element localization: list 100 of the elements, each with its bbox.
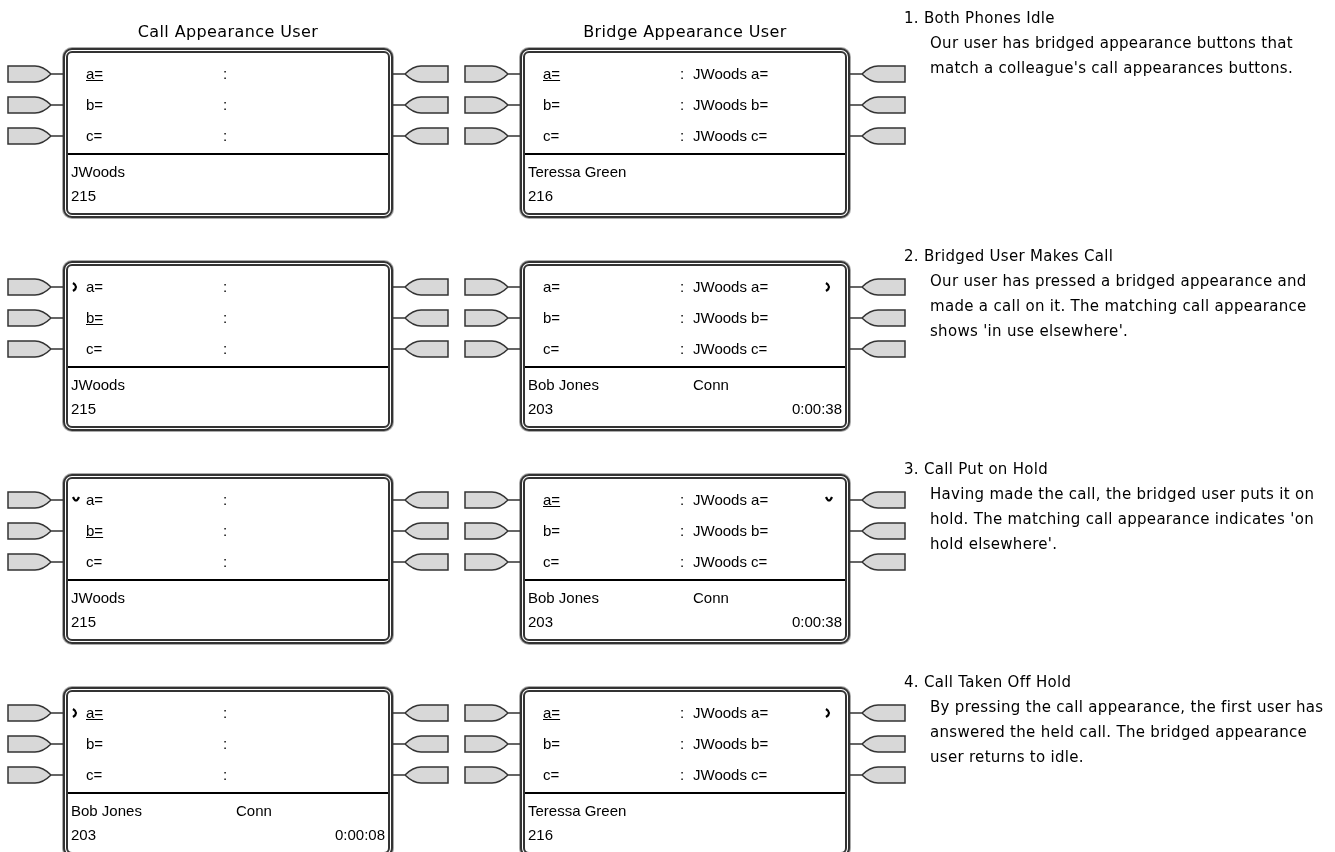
- colon-separator: :: [223, 340, 228, 358]
- caller-name: Teressa Green: [528, 802, 627, 820]
- appearance-label: JWoods b=: [693, 96, 769, 114]
- extension-number: 216: [528, 826, 554, 844]
- line-label: a=: [86, 65, 104, 83]
- line-label: a=: [86, 704, 104, 722]
- colon-separator: :: [680, 522, 685, 540]
- caller-name: JWoods: [71, 376, 125, 394]
- phone-display: [520, 687, 850, 852]
- colon-separator: :: [223, 278, 228, 296]
- line-label: c=: [86, 553, 103, 571]
- line-label: b=: [86, 735, 104, 753]
- extension-number: 215: [71, 400, 97, 418]
- phone-display: [63, 261, 393, 431]
- line-label: c=: [86, 127, 103, 145]
- caller-name: JWoods: [71, 589, 125, 607]
- colon-separator: :: [680, 278, 685, 296]
- line-label: c=: [543, 340, 560, 358]
- colon-separator: :: [680, 127, 685, 145]
- line-label: c=: [543, 766, 560, 784]
- caller-name: Bob Jones: [528, 589, 599, 607]
- colon-separator: :: [223, 65, 228, 83]
- line-label: a=: [86, 491, 104, 509]
- appearance-label: JWoods b=: [693, 522, 769, 540]
- phone-display: [63, 48, 393, 218]
- step-description: Our user has pressed a bridged appearance and made a call on it. The matching call appearance shows 'in use elsewhere'.: [930, 271, 1308, 342]
- call-timer: 0:00:38: [791, 400, 842, 418]
- line-label: b=: [86, 309, 104, 327]
- phone-display: [520, 261, 850, 431]
- colon-separator: :: [680, 491, 685, 509]
- appearance-label: JWoods b=: [693, 735, 769, 753]
- phone-display: [520, 48, 850, 218]
- phone-display: [520, 474, 850, 644]
- colon-separator: :: [680, 65, 685, 83]
- appearance-label: JWoods a=: [693, 704, 769, 722]
- line-label: b=: [543, 522, 561, 540]
- phone-display: [63, 687, 393, 852]
- colon-separator: :: [223, 127, 228, 145]
- colon-separator: :: [223, 491, 228, 509]
- line-label: b=: [86, 96, 104, 114]
- extension-number: 203: [528, 613, 554, 631]
- extension-number: 216: [528, 187, 554, 205]
- step-description: Our user has bridged appearance buttons that match a colleague's call appearances buttons.: [930, 33, 1294, 79]
- line-label: c=: [86, 340, 103, 358]
- colon-separator: :: [223, 704, 228, 722]
- colon-separator: :: [680, 309, 685, 327]
- call-status: Conn: [236, 802, 272, 820]
- line-label: a=: [543, 491, 561, 509]
- appearance-label: JWoods b=: [693, 309, 769, 327]
- line-label: a=: [543, 65, 561, 83]
- column-heading: Call Appearance User: [136, 22, 320, 41]
- line-label: a=: [86, 278, 104, 296]
- line-label: b=: [543, 735, 561, 753]
- appearance-label: JWoods c=: [693, 127, 768, 145]
- line-label: a=: [543, 278, 561, 296]
- colon-separator: :: [223, 96, 228, 114]
- extension-number: 215: [71, 613, 97, 631]
- colon-separator: :: [680, 553, 685, 571]
- colon-separator: :: [223, 766, 228, 784]
- line-label: b=: [86, 522, 104, 540]
- appearance-label: JWoods a=: [693, 278, 769, 296]
- call-status: Conn: [693, 376, 729, 394]
- colon-separator: :: [680, 96, 685, 114]
- step-title: 3. Call Put on Hold: [904, 459, 1049, 480]
- column-heading: Bridge Appearance User: [582, 22, 788, 41]
- colon-separator: :: [223, 735, 228, 753]
- step-description: Having made the call, the bridged user puts it on hold. The matching call appearance indicates 'on hold elsewhere'.: [930, 484, 1316, 555]
- line-label: c=: [543, 553, 560, 571]
- caller-name: Bob Jones: [71, 802, 142, 820]
- colon-separator: :: [680, 735, 685, 753]
- appearance-label: JWoods c=: [693, 766, 768, 784]
- line-label: b=: [543, 309, 561, 327]
- appearance-label: JWoods c=: [693, 553, 768, 571]
- caller-name: JWoods: [71, 163, 125, 181]
- caller-name: Bob Jones: [528, 376, 599, 394]
- colon-separator: :: [223, 553, 228, 571]
- call-status: Conn: [693, 589, 729, 607]
- line-label: b=: [543, 96, 561, 114]
- colon-separator: :: [680, 704, 685, 722]
- extension-number: 215: [71, 187, 97, 205]
- appearance-label: JWoods a=: [693, 491, 769, 509]
- line-label: c=: [86, 766, 103, 784]
- colon-separator: :: [223, 309, 228, 327]
- colon-separator: :: [680, 340, 685, 358]
- call-timer: 0:00:38: [791, 613, 842, 631]
- colon-separator: :: [680, 766, 685, 784]
- appearance-label: JWoods a=: [693, 65, 769, 83]
- step-title: 1. Both Phones Idle: [904, 8, 1055, 29]
- appearance-label: JWoods c=: [693, 340, 768, 358]
- extension-number: 203: [528, 400, 554, 418]
- phone-display: [63, 474, 393, 644]
- line-label: c=: [543, 127, 560, 145]
- caller-name: Teressa Green: [528, 163, 627, 181]
- line-label: a=: [543, 704, 561, 722]
- extension-number: 203: [71, 826, 97, 844]
- step-description: By pressing the call appearance, the first user has answered the held call. The bridged appearance user returns to idle.: [930, 697, 1325, 768]
- colon-separator: :: [223, 522, 228, 540]
- step-title: 4. Call Taken Off Hold: [904, 672, 1072, 693]
- step-title: 2. Bridged User Makes Call: [904, 246, 1114, 267]
- call-timer: 0:00:08: [334, 826, 385, 844]
